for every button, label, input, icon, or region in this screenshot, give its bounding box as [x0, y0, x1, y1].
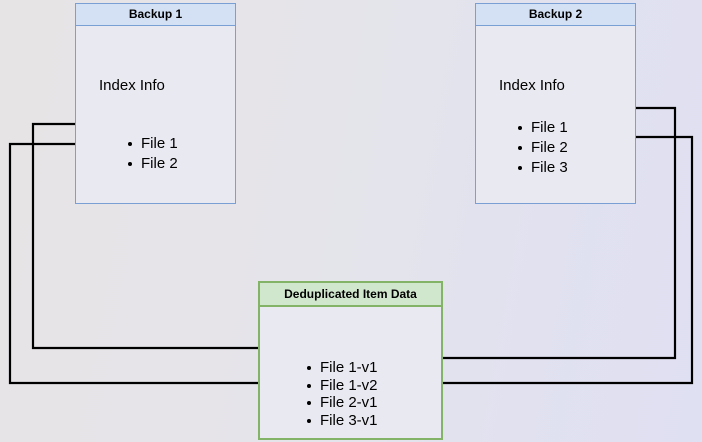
- deduplicated-item-data-box[interactable]: Deduplicated Item Data File 1-v1 File 1-…: [258, 281, 443, 440]
- list-item[interactable]: File 1: [516, 118, 568, 138]
- list-item[interactable]: File 2: [516, 138, 568, 158]
- list-item[interactable]: File 3-v1: [305, 412, 378, 430]
- backup-1-body: Index Info File 1 File 2: [76, 26, 235, 203]
- backup-1-title: Backup 1: [76, 4, 235, 26]
- list-item[interactable]: File 1-v1: [305, 359, 378, 377]
- list-item[interactable]: File 1-v2: [305, 377, 378, 395]
- backup-2-box[interactable]: Backup 2 Index Info File 1 File 2 File 3: [475, 3, 636, 204]
- backup-2-index-label: Index Info: [499, 77, 565, 94]
- backup-1-file-list: File 1 File 2: [126, 134, 178, 174]
- backup-2-file-list: File 1 File 2 File 3: [516, 118, 568, 178]
- list-item[interactable]: File 3: [516, 158, 568, 178]
- list-item[interactable]: File 1: [126, 134, 178, 154]
- list-item[interactable]: File 2: [126, 154, 178, 174]
- edge-backup1-file2-to-dedup-file2v1: [8, 142, 304, 387]
- backup-1-index-label: Index Info: [99, 77, 165, 94]
- backup-2-body: Index Info File 1 File 2 File 3: [476, 26, 635, 203]
- list-item[interactable]: File 2-v1: [305, 394, 378, 412]
- backup-2-title: Backup 2: [476, 4, 635, 26]
- deduplicated-item-data-title: Deduplicated Item Data: [260, 283, 441, 307]
- edge-backup2-file2-to-dedup-file2v1: [391, 135, 694, 387]
- dedup-item-list: File 1-v1 File 1-v2 File 2-v1 File 3-v1: [305, 359, 378, 429]
- backup-1-box[interactable]: Backup 1 Index Info File 1 File 2: [75, 3, 236, 204]
- deduplicated-item-data-body: File 1-v1 File 1-v2 File 2-v1 File 3-v1: [260, 307, 441, 438]
